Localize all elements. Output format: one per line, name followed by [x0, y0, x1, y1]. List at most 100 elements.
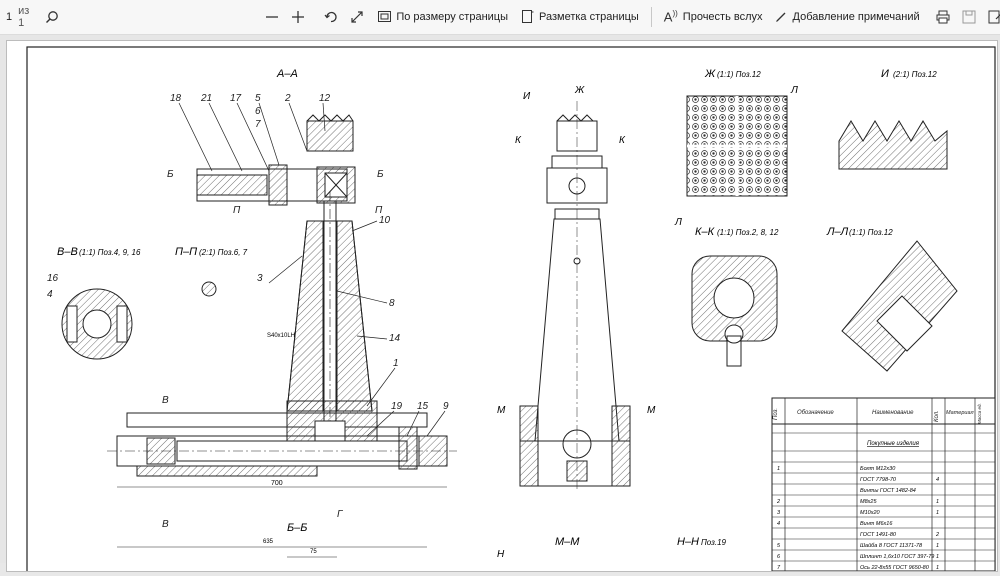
search-icon[interactable]: [45, 4, 59, 30]
zoom-in-icon[interactable]: [285, 4, 311, 30]
leader-12: 12: [319, 93, 331, 104]
view-label-bb: Б–Б: [287, 522, 307, 534]
leader-17: 17: [230, 93, 242, 104]
bom-cell-pos: 2: [776, 499, 780, 505]
cut-l-bottom: Л: [674, 217, 682, 228]
cut-m-right: М: [647, 405, 656, 416]
zoom-out-icon[interactable]: [259, 4, 285, 30]
bom-cell-pos: 5: [777, 543, 781, 549]
bom-cell-name: ГОСТ 7798-70: [860, 477, 897, 483]
view-label-i: И: [881, 68, 889, 80]
read-aloud-label: Прочесть вслух: [682, 11, 763, 23]
dim-635: 635: [263, 539, 274, 545]
bom-cell-name: Болт М12х30: [860, 466, 896, 472]
leader-1: 1: [393, 358, 399, 369]
cut-i: И: [523, 91, 531, 102]
view-label-zh: Ж: [704, 68, 716, 80]
dim-thread: S40x10LH: [267, 333, 295, 339]
cut-n: Н: [497, 549, 505, 560]
bom-cell-name: М10х20: [860, 510, 881, 516]
page-layout-label: Разметка страницы: [539, 11, 639, 23]
leader-4: 4: [47, 289, 53, 300]
page-layout-button[interactable]: Разметка страницы: [518, 4, 643, 30]
cut-b-right: Б: [377, 169, 384, 180]
leader-5: 5: [255, 93, 261, 104]
view-label-vv: В–В: [57, 246, 78, 258]
view-zh-note: (1:1) Поз.12: [717, 70, 761, 79]
dim-700: 700: [271, 480, 283, 487]
bom-header-name: Наименование: [872, 410, 914, 416]
bom-cell-qty: 4: [936, 477, 939, 483]
page-layout-icon: [522, 9, 534, 25]
leader-14: 14: [389, 333, 401, 344]
bom-cell-name: Шайба 8 ГОСТ 11371-78: [860, 542, 923, 549]
cut-g: Г: [337, 509, 344, 520]
bom-section-title: Покупные изделия: [867, 441, 920, 447]
view-vv-note: (1:1) Поз.4, 9, 16: [79, 248, 141, 257]
bom-header-mass: Масса ед.: [977, 403, 982, 424]
read-aloud-button[interactable]: A)) Прочесть вслух: [660, 4, 767, 30]
leader-2: 2: [284, 93, 291, 104]
pen-icon: [775, 10, 788, 25]
view-pp-note: (2:1) Поз.6, 7: [199, 248, 248, 257]
cut-p-left: П: [233, 205, 241, 216]
view-label-aa: А–А: [276, 68, 298, 80]
leader-16: 16: [47, 273, 59, 284]
fit-page-icon: [378, 10, 392, 24]
bom-cell-pos: 3: [777, 510, 781, 516]
bom-cell-name: Ось 22-8х55 ГОСТ 9650-80: [860, 565, 930, 571]
view-label-mm: М–М: [555, 536, 580, 548]
bom-cell-qty: 2: [935, 532, 939, 538]
bom-header-designation: Обозначение: [797, 410, 834, 416]
cut-m-left: М: [497, 405, 506, 416]
bom-header-qty: Кол.: [934, 410, 940, 422]
view-nn-note: Поз.19: [701, 538, 727, 547]
bom-cell-name: Шплинт 1,6х10 ГОСТ 397-79: [860, 554, 934, 560]
rotate-icon[interactable]: [318, 4, 344, 30]
view-kk-note: (1:1) Поз.2, 8, 12: [717, 228, 779, 237]
save-icon[interactable]: [956, 4, 982, 30]
add-notes-label: Добавление примечаний: [792, 11, 920, 23]
leader-8: 8: [389, 298, 395, 309]
cut-k-right: К: [619, 135, 626, 146]
cut-zh: Ж: [574, 85, 585, 96]
view-label-nn: Н–Н: [677, 536, 699, 548]
save-as-icon[interactable]: [982, 4, 1000, 30]
leader-9: 9: [443, 401, 449, 412]
cut-v-bottom: В: [162, 519, 169, 530]
bom-cell-pos: 6: [777, 554, 781, 560]
cut-k-left: К: [515, 135, 522, 146]
bom-header-material: Материал: [946, 410, 974, 416]
view-label-kk: К–К: [695, 226, 715, 238]
view-i-note: (2:1) Поз.12: [893, 70, 937, 79]
bom-cell-qty: 1: [936, 554, 939, 560]
fit-page-button[interactable]: По размеру страницы: [374, 4, 512, 30]
dim-75: 75: [310, 549, 317, 555]
document-viewer[interactable]: А–А: [0, 35, 1000, 576]
leader-19: 19: [391, 401, 403, 412]
bom-cell-qty: 1: [936, 543, 939, 549]
cut-p-right: П: [375, 205, 383, 216]
bom-cell-name: ГОСТ 1491-80: [860, 532, 897, 538]
bom-cell-pos: 4: [777, 521, 780, 527]
leader-18: 18: [170, 93, 182, 104]
bom-cell-qty: 1: [936, 510, 939, 516]
leader-10: 10: [379, 215, 391, 226]
bom-cell-qty: 1: [936, 499, 939, 505]
add-notes-button[interactable]: Добавление примечаний: [771, 4, 924, 30]
print-icon[interactable]: [930, 4, 956, 30]
leader-3: 3: [257, 273, 263, 284]
page-count: из 1: [18, 5, 30, 29]
view-label-pp: П–П: [175, 246, 197, 258]
cut-b-left: Б: [167, 169, 174, 180]
leader-21: 21: [200, 93, 212, 104]
page-number-input[interactable]: 1: [6, 11, 13, 23]
fullscreen-icon[interactable]: [344, 4, 370, 30]
cut-v-top: В: [162, 395, 169, 406]
bom-cell-name: Винт М6х16: [860, 521, 893, 527]
bom-cell-qty: 1: [936, 565, 939, 571]
bom-header-pos: Поз.: [773, 408, 779, 420]
pdf-toolbar: 1 из 1 По размеру страницы Разметк: [0, 0, 1000, 35]
bom-cell-name: Винты ГОСТ 1482-84: [860, 488, 916, 494]
leader-6: 6: [255, 106, 261, 117]
